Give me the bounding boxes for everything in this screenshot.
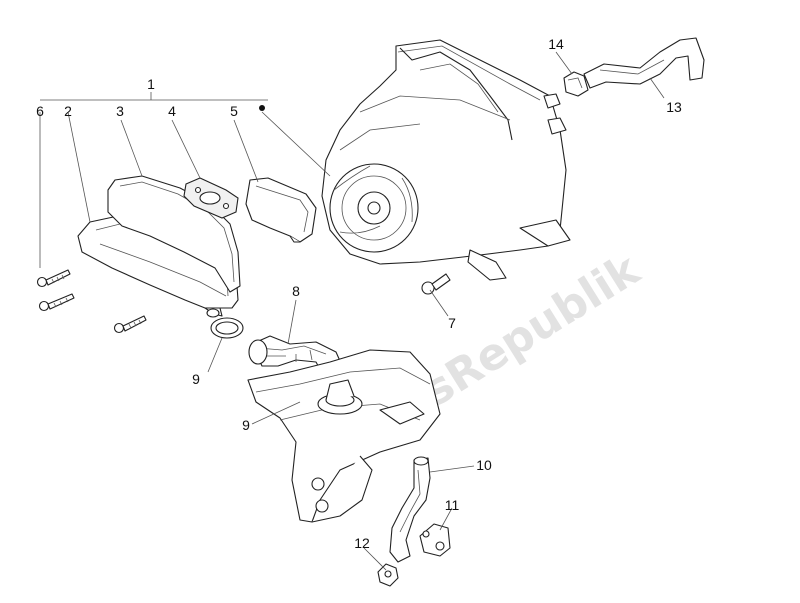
part-4-grommet — [183, 177, 239, 219]
callout-6: 6 — [36, 103, 44, 119]
part-10-pipe — [389, 456, 431, 563]
fan-housing — [321, 39, 571, 281]
lower-intake-manifold — [247, 349, 441, 523]
callout-1: 1 — [147, 76, 155, 92]
callout-9-lower: 9 — [242, 417, 250, 433]
callout-labels: 1 2 3 4 5 6 7 8 9 9 10 11 12 13 14 — [36, 36, 682, 551]
part-11-gasket — [419, 523, 451, 557]
part-13-hose — [583, 37, 705, 89]
reference-dot-marker — [259, 105, 265, 111]
callout-2: 2 — [64, 103, 72, 119]
callout-7: 7 — [448, 315, 456, 331]
part-5-filter-element — [245, 177, 317, 243]
screw-2 — [38, 293, 75, 312]
part-7-bolt — [421, 273, 451, 295]
callout-13: 13 — [666, 99, 682, 115]
callout-11: 11 — [445, 497, 460, 513]
part-12-bolt — [377, 563, 399, 587]
callout-9-upper: 9 — [192, 371, 200, 387]
callout-3: 3 — [116, 103, 124, 119]
callout-8: 8 — [292, 283, 300, 299]
part-14-clamp — [563, 71, 589, 97]
callout-4: 4 — [168, 103, 176, 119]
callout-14: 14 — [548, 36, 564, 52]
screw-1 — [36, 269, 71, 288]
callout-10: 10 — [476, 457, 492, 473]
callout-1-bracket — [40, 92, 268, 101]
screw-3 — [113, 315, 147, 334]
part-6-screws — [36, 269, 147, 334]
leader-lines — [39, 51, 665, 571]
part-9-clamp — [210, 317, 244, 339]
callout-5: 5 — [230, 103, 238, 119]
callout-12: 12 — [354, 535, 370, 551]
